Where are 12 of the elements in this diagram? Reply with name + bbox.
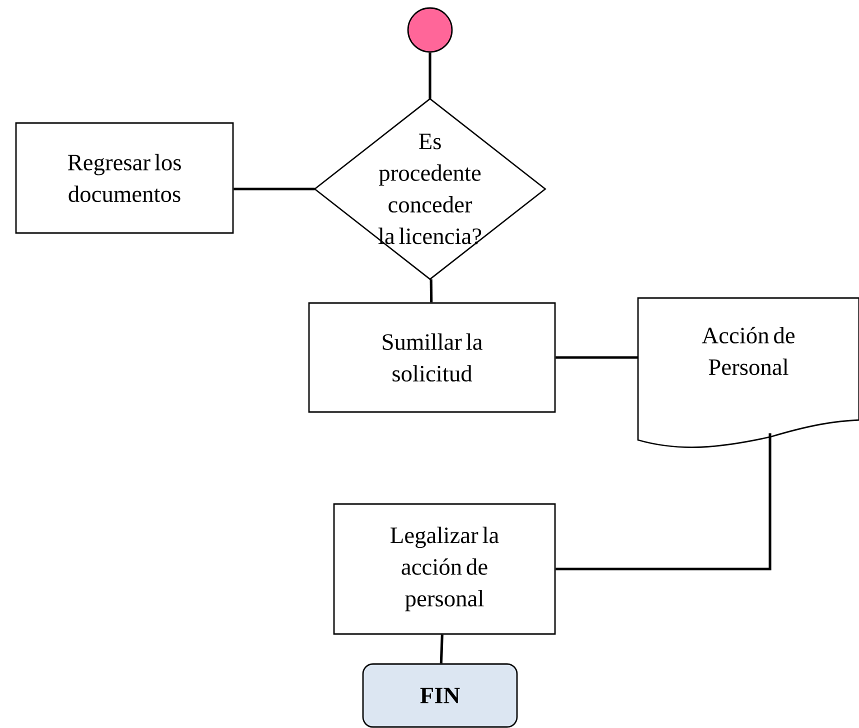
connector-line (556, 356, 638, 359)
start-circle (407, 7, 453, 53)
connector-line (556, 433, 772, 570)
end-terminal: FIN (362, 663, 518, 728)
process-box: Sumillar la solicitud (308, 302, 556, 413)
connector-line (428, 52, 432, 99)
connector-line (430, 279, 433, 302)
document-shape: Acción de Personal (637, 297, 859, 448)
connector-line (234, 188, 315, 190)
process-box: Regresar los documentos (15, 122, 234, 234)
process-box: Legalizar la acción de personal (333, 503, 556, 635)
connector-line (440, 634, 444, 664)
